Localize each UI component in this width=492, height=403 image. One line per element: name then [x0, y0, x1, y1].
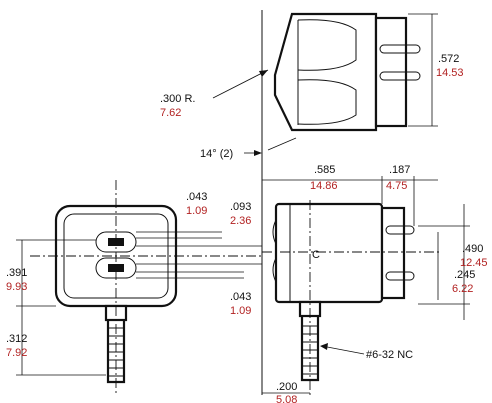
dim-pin-offset-in: .245	[454, 269, 475, 281]
dim-front-h-in: .391	[6, 267, 27, 279]
dim-pin-gap-in: .093	[230, 201, 251, 213]
dim-base-off-mm: 5.08	[276, 394, 297, 403]
dim-stud-len-in: .312	[6, 333, 27, 345]
dim-pin-top-mm: 1.09	[186, 205, 207, 217]
thread-label: #6-32 NC	[366, 349, 413, 361]
side-view	[272, 202, 415, 382]
dim-side-height-mm: 14.53	[436, 67, 464, 79]
dim-angle: 14° (2)	[200, 148, 233, 160]
dim-pin-len-in: .187	[389, 164, 410, 176]
dim-pin-bottom-mm: 1.09	[230, 305, 251, 317]
dim-pin-top-in: .043	[186, 191, 207, 203]
dim-pin-span-mm: 12.45	[460, 257, 488, 269]
dim-pin-offset-mm: 6.22	[452, 283, 473, 295]
dim-body-len-in: .585	[314, 164, 335, 176]
dim-stud-len-mm: 7.92	[6, 347, 27, 359]
dim-pin-len-mm: 4.75	[386, 180, 407, 192]
dim-front-h-mm: 9.93	[6, 281, 27, 293]
dim-radius-mm: 7.62	[160, 107, 181, 119]
dim-radius-in: .300 R.	[160, 93, 195, 105]
dim-base-off-in: .200	[276, 381, 297, 393]
dim-body-len-mm: 14.86	[310, 180, 338, 192]
dim-pin-span-in: .490	[462, 243, 483, 255]
dim-pin-gap-mm: 2.36	[230, 215, 251, 227]
dim-side-height-in: .572	[438, 53, 459, 65]
top-view	[273, 12, 421, 132]
centerline-mark: C	[312, 249, 320, 261]
dim-pin-bottom-in: .043	[230, 291, 251, 303]
